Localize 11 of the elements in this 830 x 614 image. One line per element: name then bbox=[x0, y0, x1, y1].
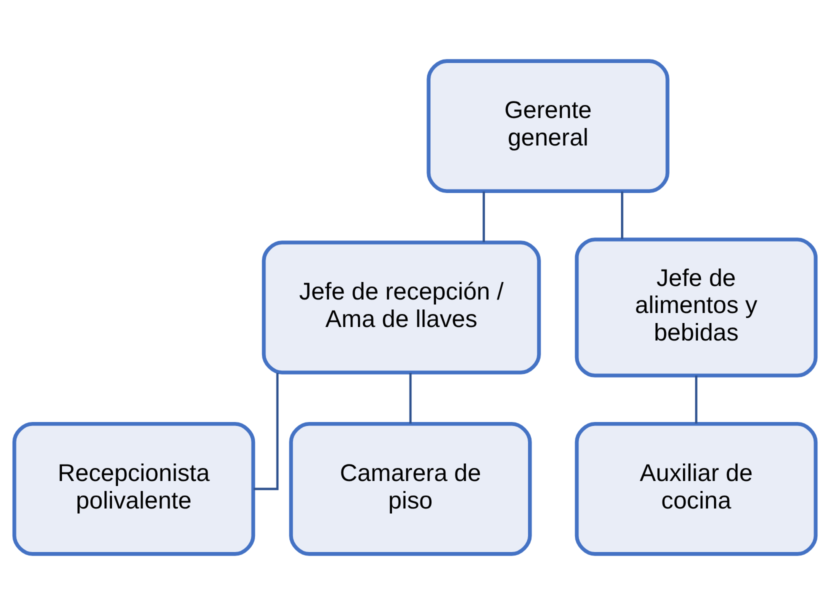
node-box: Jefe de recepción / Ama de llaves bbox=[262, 240, 541, 374]
connector bbox=[482, 191, 485, 242]
node-box: Camarera de piso bbox=[289, 422, 532, 556]
connector bbox=[621, 191, 624, 239]
connector bbox=[695, 375, 698, 423]
node-box: Recepcionista polivalente bbox=[12, 422, 256, 556]
node-box: Auxiliar de cocina bbox=[574, 422, 818, 556]
connector bbox=[254, 372, 279, 490]
node-box: Jefe de alimentos y bebidas bbox=[574, 237, 818, 377]
connector bbox=[409, 372, 412, 424]
node-box: Gerente general bbox=[426, 58, 670, 192]
